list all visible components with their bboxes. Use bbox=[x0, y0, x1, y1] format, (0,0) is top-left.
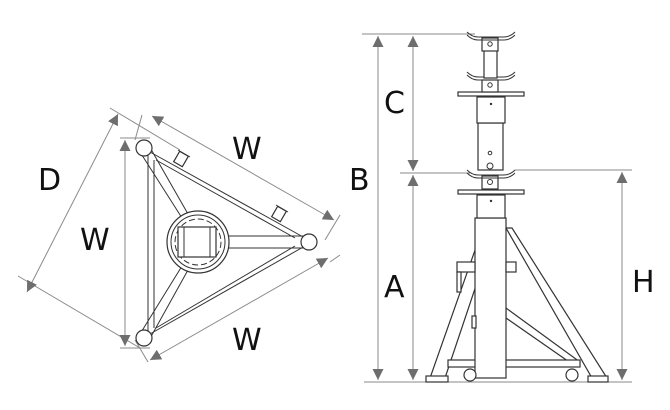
lower-saddle bbox=[466, 169, 516, 176]
label-w-left: W bbox=[80, 223, 110, 258]
top-saddle bbox=[466, 31, 516, 38]
label-a: A bbox=[384, 270, 405, 305]
caster-wheel-left bbox=[463, 368, 477, 382]
foot-right bbox=[587, 375, 609, 383]
foot-pad-bottom bbox=[135, 329, 153, 347]
dimension-arrow-d bbox=[26, 113, 119, 293]
top-view: D W W W bbox=[17, 107, 341, 363]
extension-tube bbox=[477, 122, 504, 171]
cross-bar bbox=[447, 359, 581, 368]
caster-wheel-right bbox=[565, 368, 579, 382]
foot-left bbox=[425, 375, 449, 383]
lower-plate bbox=[457, 189, 525, 195]
label-h: H bbox=[632, 265, 655, 300]
side-view: C B A H bbox=[349, 31, 655, 383]
label-w-top: W bbox=[232, 132, 262, 167]
locking-pin-icon bbox=[270, 204, 289, 223]
foot-pad-top bbox=[135, 139, 153, 157]
foot-pad-right bbox=[300, 233, 318, 251]
right-leg bbox=[504, 227, 609, 379]
main-column bbox=[474, 217, 507, 379]
locking-pin-icon bbox=[172, 149, 191, 168]
dimension-arrow-w-bottom bbox=[149, 257, 329, 361]
stand-side-view bbox=[425, 31, 609, 383]
stand-top-view-frame bbox=[135, 139, 318, 347]
label-c: C bbox=[384, 86, 405, 121]
dimension-arrow-w-top bbox=[151, 115, 335, 221]
label-b: B bbox=[349, 163, 370, 198]
label-w-bottom: W bbox=[232, 323, 262, 358]
label-d: D bbox=[38, 163, 61, 198]
